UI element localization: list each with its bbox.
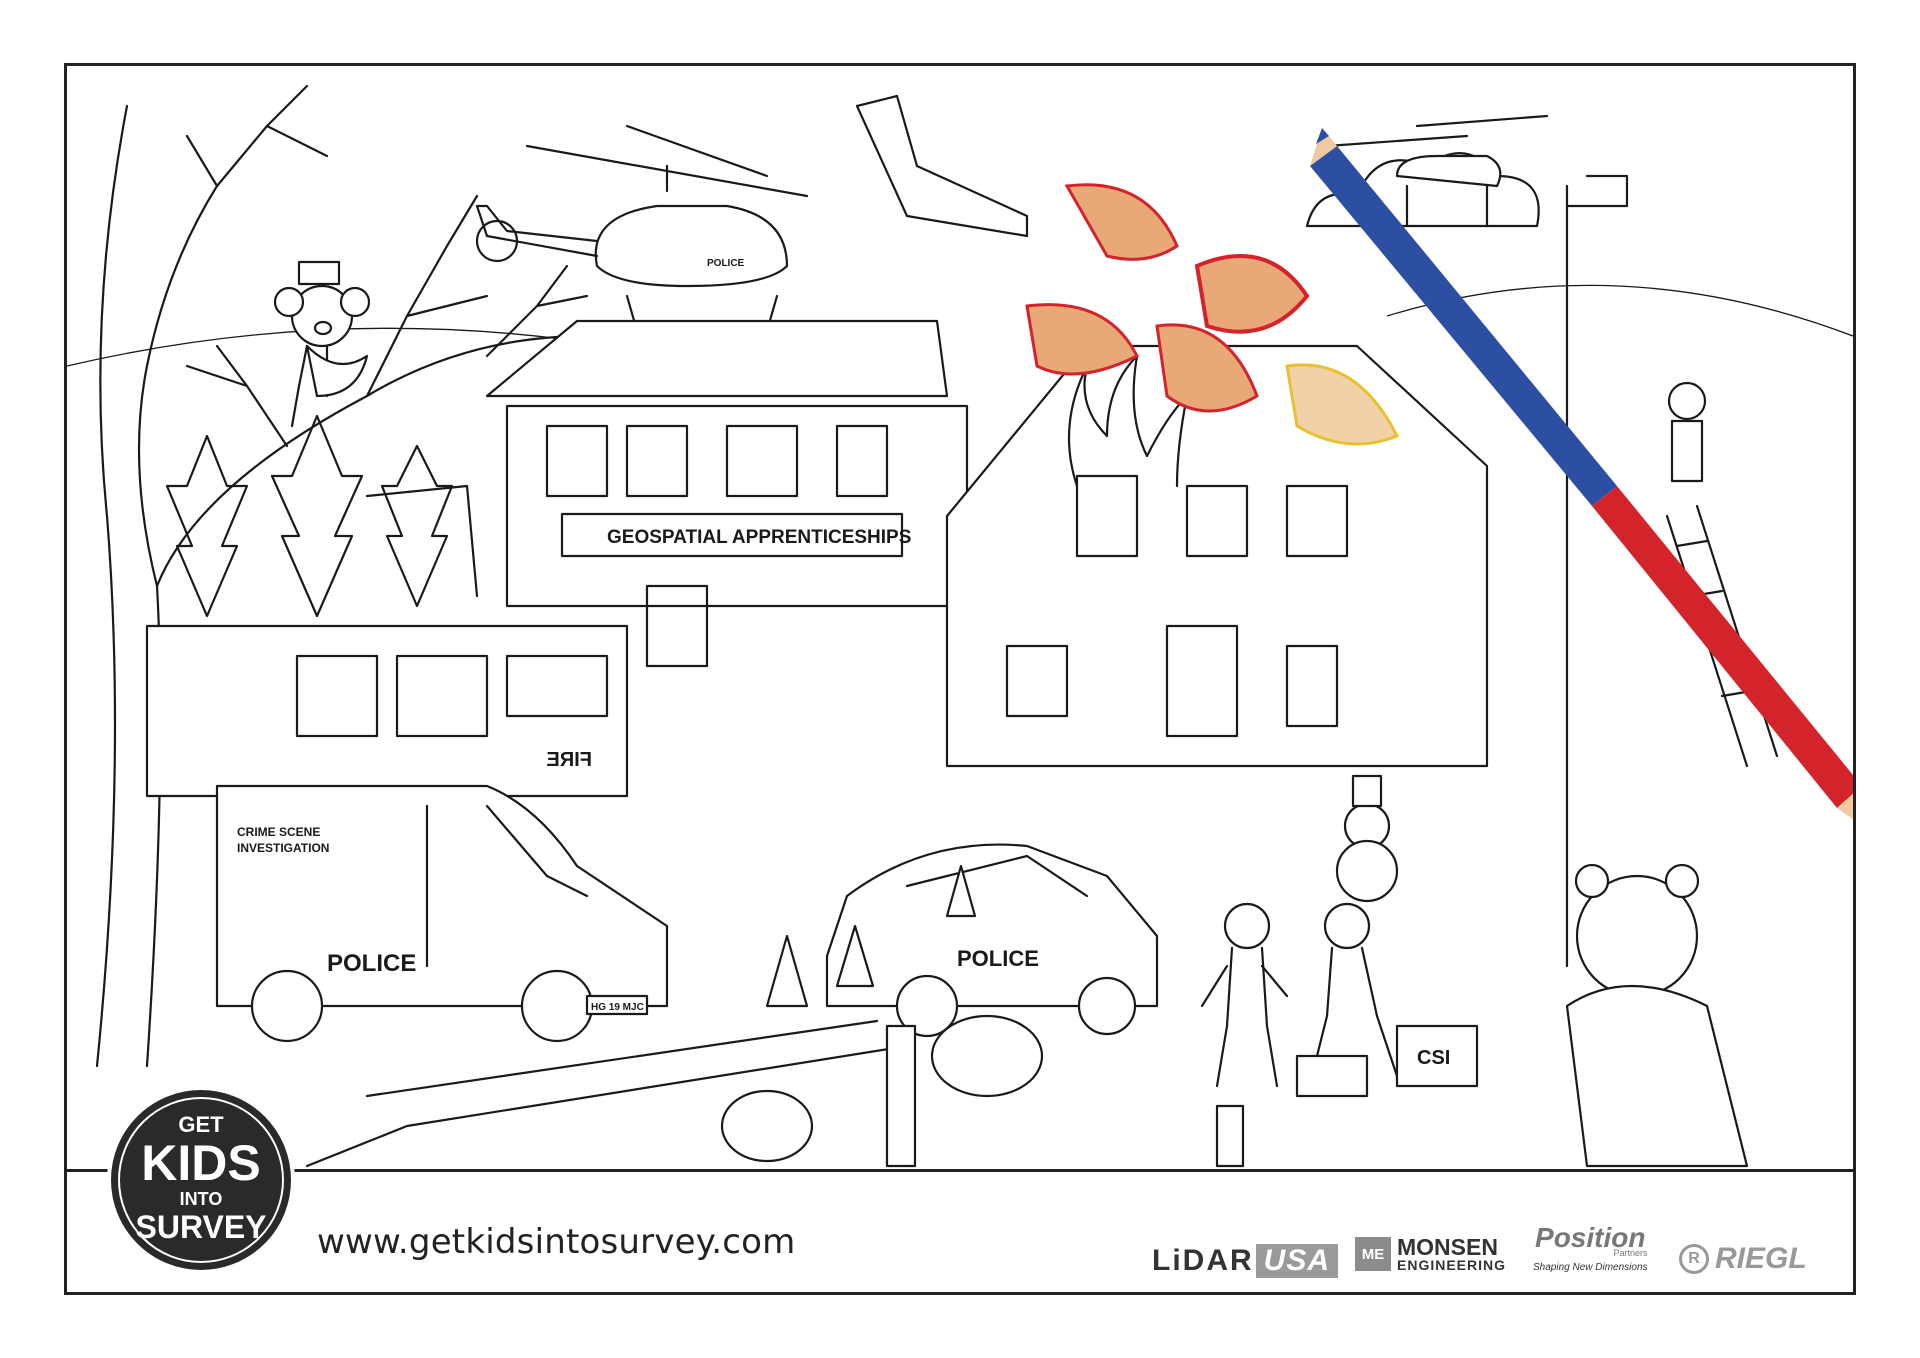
logo-get-text: GET <box>178 1112 224 1137</box>
building-sign: GEOSPATIAL APPRENTICESHIPS <box>607 527 911 548</box>
riegl-logo: R RIEGL <box>1679 1242 1807 1276</box>
helicopter-police-label: POLICE <box>707 258 745 269</box>
position-tagline: Shaping New Dimensions <box>1533 1262 1648 1273</box>
monsen-engineering-logo: ME MONSEN ENGINEERING <box>1355 1236 1506 1272</box>
lidar-usa-text: USA <box>1255 1244 1338 1278</box>
position-partners: Partners <box>1613 1248 1648 1258</box>
traffic-cones <box>765 864 977 1008</box>
website-url[interactable]: www.getkidsintosurvey.com <box>317 1222 796 1262</box>
colored-pencil <box>1310 128 1853 820</box>
bear <box>1565 863 1749 1168</box>
position-name: Position <box>1535 1222 1646 1253</box>
monsen-engineering: ENGINEERING <box>1397 1257 1507 1273</box>
csi-police-van: CRIME SCENE INVESTIGATION POLICE HG 19 M… <box>215 784 669 1043</box>
van-number-plate: HG 19 MJC <box>591 1002 644 1013</box>
drone <box>1325 114 1549 228</box>
fire-engine: FIRE <box>145 624 629 798</box>
position-partners-logo: Position Partners Shaping New Dimensions <box>1533 1222 1648 1274</box>
get-kids-into-survey-logo: GET KIDS INTO SURVEY <box>107 1086 295 1274</box>
ladder <box>1665 381 1779 768</box>
footer: GET KIDS INTO SURVEY www.getkidsintosurv… <box>67 1086 1853 1292</box>
logo-into-text: INTO <box>180 1189 223 1209</box>
lidar-text: LiDAR <box>1152 1244 1254 1277</box>
van-police-text: POLICE <box>327 950 416 977</box>
coloring-scene: POLICE GEOSPATIAL APPRENTICESHIPS <box>67 84 1853 1168</box>
pine-trees <box>165 414 479 618</box>
police-helicopter: POLICE <box>475 124 809 333</box>
small-plane <box>855 94 1029 238</box>
pencil-shavings <box>1025 183 1400 446</box>
riegl-name: RIEGL <box>1715 1242 1807 1275</box>
monsen-icon: ME <box>1355 1237 1391 1271</box>
monsen-name: MONSEN <box>1397 1234 1498 1260</box>
surveyors <box>1200 902 1399 1088</box>
footer-divider <box>67 1169 1853 1172</box>
snowman <box>1335 774 1399 903</box>
bare-tree <box>95 84 589 1068</box>
fire-engine-label: FIRE <box>546 749 592 771</box>
csi-case: CSI <box>1295 1024 1479 1098</box>
police-car: POLICE <box>825 843 1159 1038</box>
coloring-page-frame: POLICE GEOSPATIAL APPRENTICESHIPS <box>64 63 1856 1295</box>
sheep <box>720 1014 1044 1163</box>
logo-survey-text: SURVEY <box>135 1209 266 1245</box>
koala-in-tree <box>273 260 371 428</box>
fence <box>305 1019 1245 1168</box>
police-car-text: POLICE <box>957 946 1039 971</box>
apprenticeship-building: GEOSPATIAL APPRENTICESHIPS <box>485 319 969 668</box>
van-crime-scene-text: CRIME SCENE <box>237 825 320 839</box>
van-investigation-text: INVESTIGATION <box>237 841 329 855</box>
riegl-icon: R <box>1679 1244 1709 1274</box>
logo-kids-text: KIDS <box>141 1135 260 1191</box>
csi-case-label: CSI <box>1417 1047 1450 1069</box>
